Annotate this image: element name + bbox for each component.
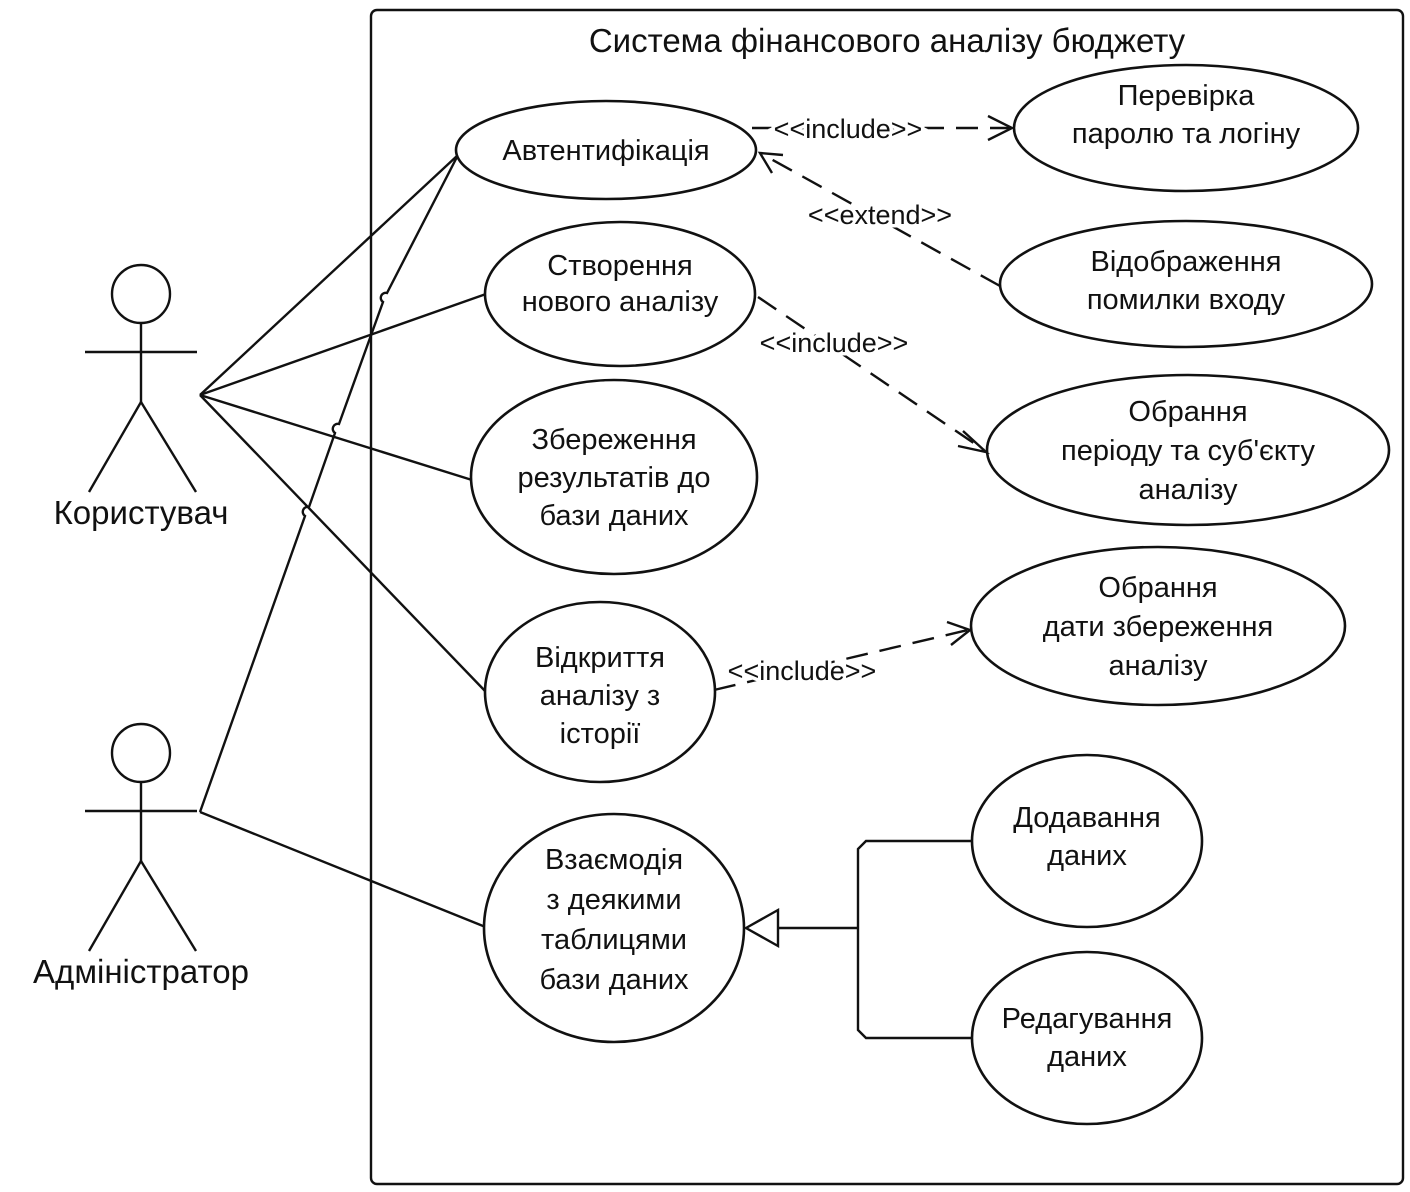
use-case-line: паролю та логіну	[1072, 118, 1301, 150]
use-case-line: Обрання	[1128, 396, 1247, 428]
use-case-line: аналізу з	[540, 680, 660, 712]
use-case-line: Створення	[547, 250, 692, 282]
use-case-line: Обрання	[1098, 572, 1217, 604]
use-case-line: Перевірка	[1118, 80, 1256, 112]
system-boundary	[369, 8, 1405, 1186]
use-case-line: Автентифікація	[502, 135, 709, 167]
use-case-line: Редагування	[1002, 1003, 1173, 1035]
uc-interact-text: Взаємодія з деякими таблицями бази даних	[539, 844, 689, 996]
uc-period	[985, 373, 1391, 527]
uc-edit	[970, 950, 1204, 1126]
uc-check-text: Перевірка паролю та логіну	[1072, 80, 1301, 150]
use-case-line: помилки входу	[1087, 284, 1286, 316]
use-case-line: аналізу	[1108, 650, 1208, 682]
associations-user	[199, 154, 487, 693]
use-case-line: даних	[1047, 1041, 1127, 1073]
actor-admin	[85, 722, 198, 952]
use-case-line: дати збереження	[1043, 611, 1274, 643]
extend-error-auth	[757, 151, 1001, 288]
uc-open	[483, 600, 717, 784]
include-open-date	[713, 620, 973, 692]
actor-user	[85, 263, 198, 493]
uc-error-text: Відображення помилки входу	[1087, 246, 1286, 316]
use-case-line: Відображення	[1091, 246, 1282, 278]
use-case-line: аналізу	[1138, 474, 1238, 506]
label-include-3: <<include>>	[728, 656, 877, 686]
uc-edit-text: Редагування даних	[1002, 1003, 1173, 1073]
uc-date	[969, 545, 1347, 707]
use-case-line: бази даних	[539, 964, 689, 996]
use-case-line: Додавання	[1013, 802, 1160, 834]
use-case-line: бази даних	[539, 500, 689, 532]
uc-save-text: Збереження результатів до бази даних	[518, 424, 711, 532]
actor-user-label: Користувач	[54, 494, 229, 531]
use-case-line: даних	[1047, 840, 1127, 872]
uc-add-text: Додавання даних	[1013, 802, 1160, 872]
uc-error	[998, 219, 1374, 349]
uc-open-text: Відкриття аналізу з історії	[535, 642, 665, 750]
include-create-period	[757, 296, 991, 455]
uc-create	[483, 220, 757, 368]
uc-date-text: Обрання дати збереження аналізу	[1043, 572, 1274, 682]
use-case-line: нового аналізу	[522, 286, 719, 318]
use-case-line: Взаємодія	[545, 844, 683, 876]
include-auth-check	[752, 114, 1015, 142]
actor-admin-label: Адміністратор	[33, 953, 249, 990]
uc-auth-text: Автентифікація	[502, 135, 709, 167]
use-case-line: таблицями	[541, 924, 687, 956]
use-case-line: результатів до	[518, 462, 711, 494]
system-title: Система фінансового аналізу бюджету	[589, 22, 1186, 59]
uc-period-text: Обрання періоду та суб'єкту аналізу	[1061, 396, 1315, 506]
use-case-line: з деякими	[546, 884, 681, 916]
generalization-arrow	[743, 839, 972, 1040]
uc-create-text: Створення нового аналізу	[522, 250, 719, 318]
label-extend: <<extend>>	[808, 200, 952, 230]
label-include-1: <<include>>	[774, 114, 923, 144]
associations-admin	[198, 154, 489, 930]
use-case-line: Збереження	[531, 424, 696, 456]
use-case-line: періоду та суб'єкту	[1061, 435, 1315, 467]
uc-save	[469, 378, 759, 576]
use-case-line: Відкриття	[535, 642, 665, 674]
label-include-2: <<include>>	[760, 328, 909, 358]
uc-auth	[454, 99, 758, 201]
use-case-line: історії	[560, 718, 641, 750]
